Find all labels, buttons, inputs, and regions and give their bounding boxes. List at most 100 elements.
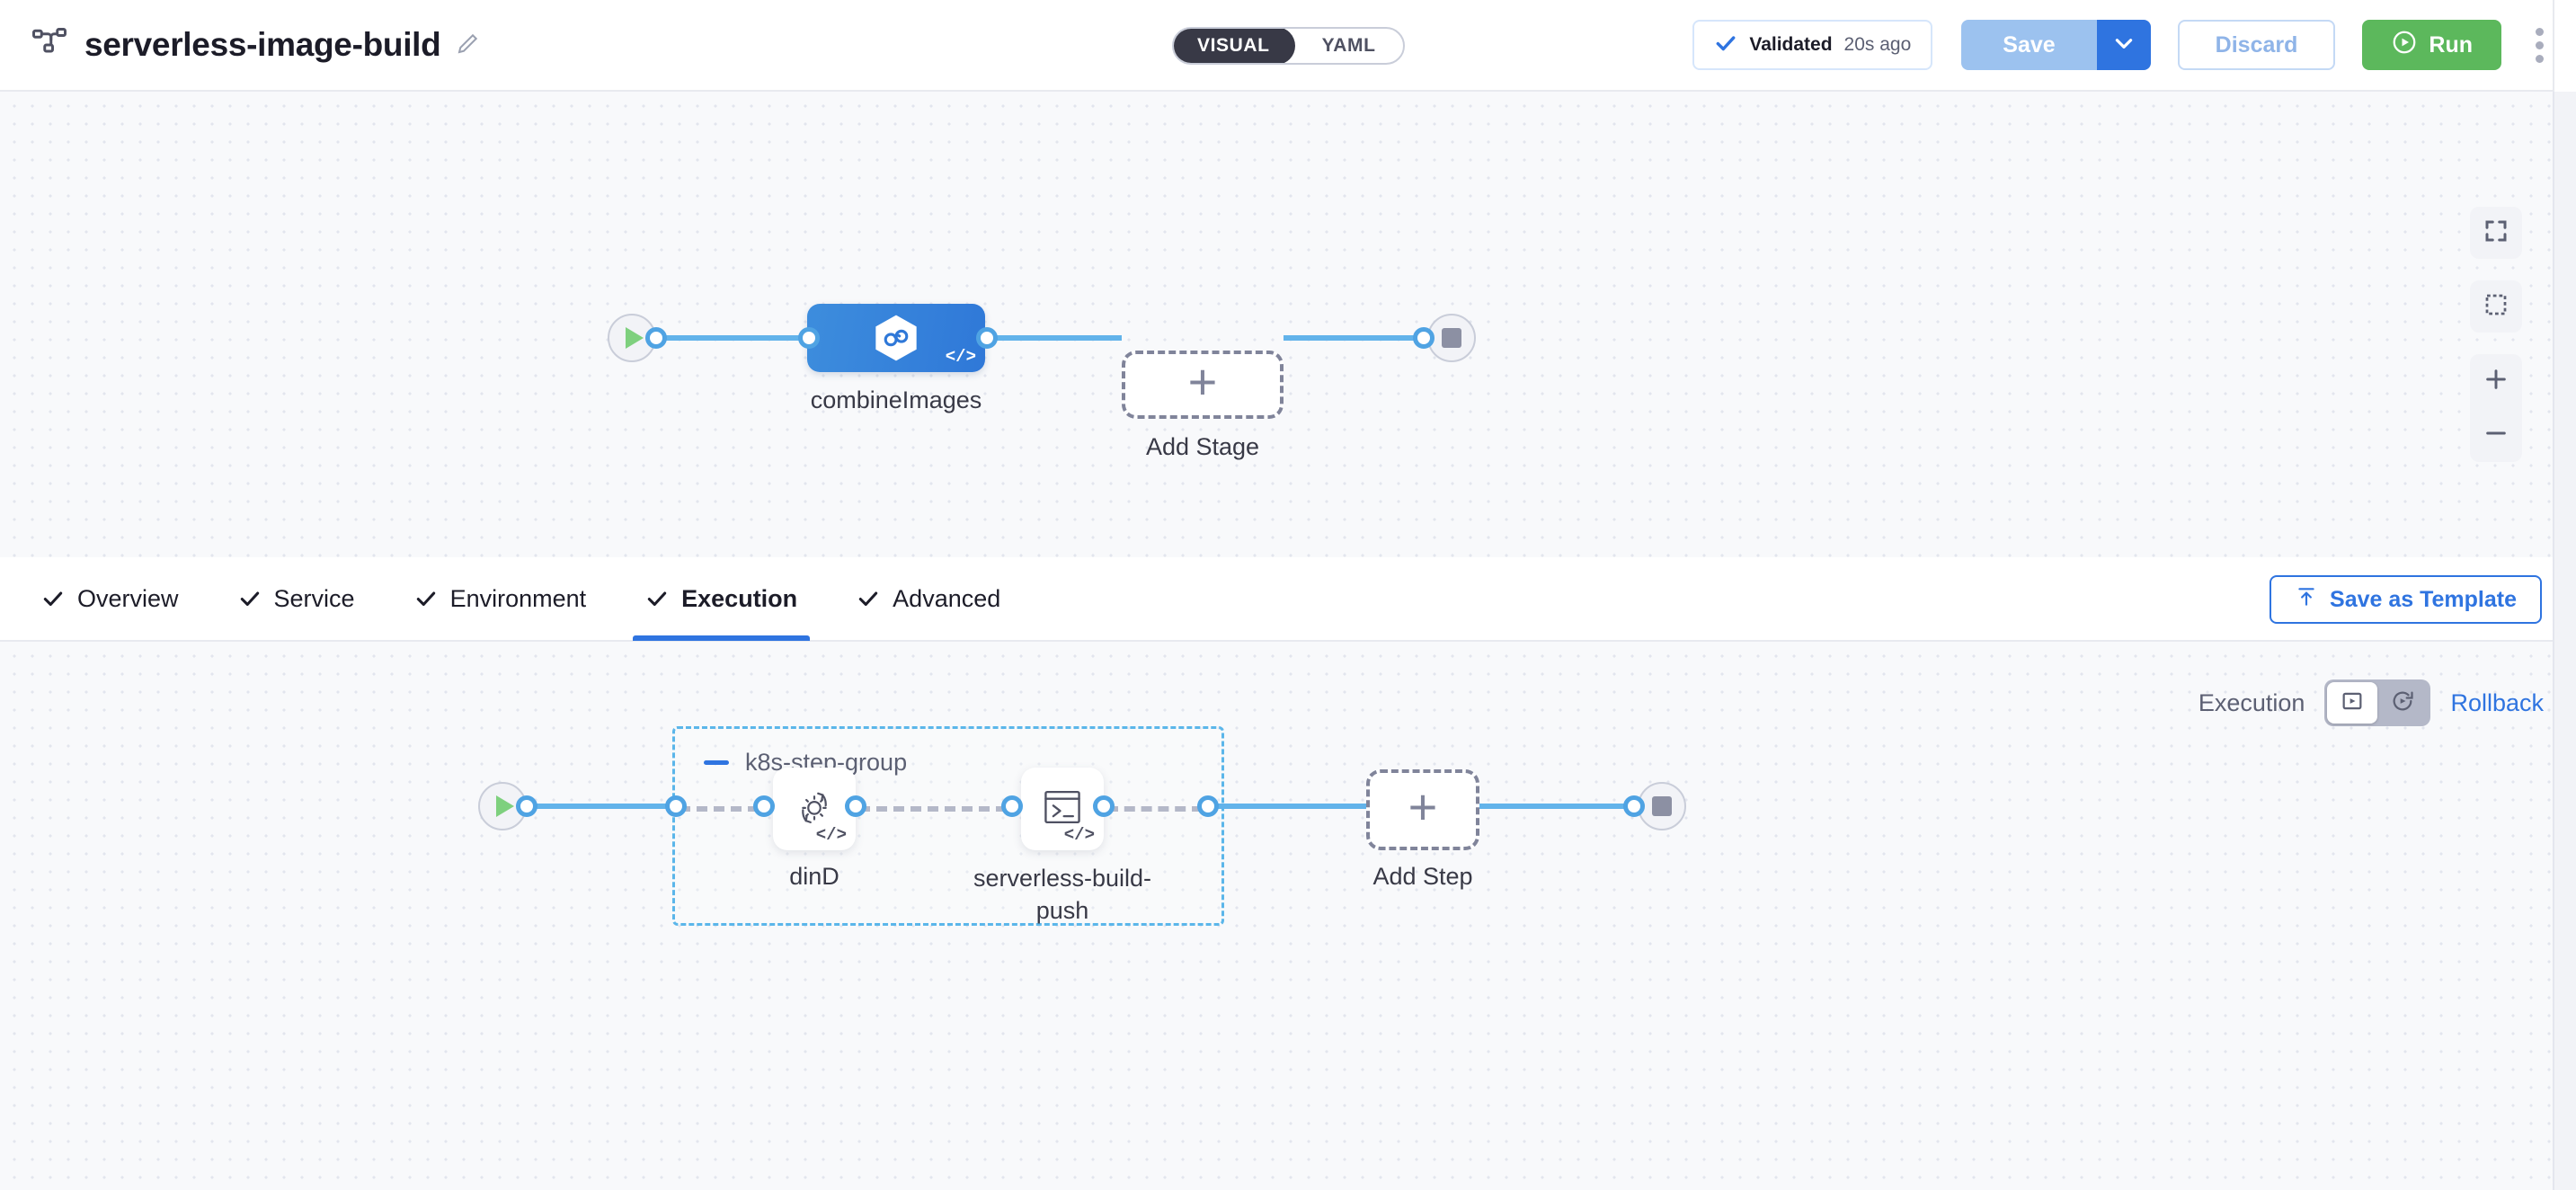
validated-label: Validated — [1749, 34, 1833, 55]
tab-label: Advanced — [893, 584, 1001, 612]
plus-icon: + — [1187, 353, 1218, 410]
step-node-serverless-build-push[interactable]: </> serverless-build-push — [973, 768, 1151, 924]
plus-icon: + — [1408, 778, 1438, 835]
add-step-label: Add Step — [1372, 863, 1473, 890]
step-end-node[interactable] — [1638, 782, 1686, 830]
upload-icon — [2295, 585, 2318, 615]
stage-label: combineImages — [810, 386, 982, 413]
zoom-controls[interactable] — [2470, 354, 2522, 462]
add-stage-node[interactable]: + Add Stage — [1122, 351, 1284, 460]
selection-box-button[interactable] — [2470, 280, 2522, 333]
rollback-label: Rollback — [2450, 688, 2544, 716]
execution-mode-button[interactable] — [2327, 682, 2378, 724]
dind-out-port[interactable] — [845, 795, 866, 817]
end-port[interactable] — [1413, 327, 1435, 349]
serverless-out-port[interactable] — [1093, 795, 1115, 817]
header-right-edge — [2553, 0, 2576, 92]
step-code-badge: </> — [815, 825, 847, 845]
tab-label: Execution — [681, 584, 798, 612]
stop-icon — [1427, 314, 1476, 362]
edge-group-to-addstep — [1208, 804, 1366, 809]
discard-button[interactable]: Discard — [2177, 20, 2336, 70]
edge-addstage-to-end — [1284, 335, 1420, 341]
edge-start-to-stage — [654, 335, 809, 341]
page-title: serverless-image-build — [84, 26, 441, 63]
step-label: dinD — [789, 863, 839, 890]
step-label: serverless-build-push — [973, 865, 1152, 924]
tab-label: Service — [273, 584, 355, 612]
step-node-dind[interactable]: </> dinD — [773, 768, 856, 890]
tab-label: Environment — [449, 584, 587, 612]
run-button[interactable]: Run — [2362, 20, 2501, 70]
tab-overview[interactable]: Overview — [41, 556, 179, 641]
vertical-scrollbar-track[interactable] — [2553, 0, 2576, 1190]
edge-start-to-group — [525, 804, 674, 809]
step-start-port[interactable] — [516, 795, 537, 817]
start-port[interactable] — [645, 327, 667, 349]
stage-end-node[interactable] — [1427, 314, 1476, 362]
expand-icon — [2483, 218, 2509, 249]
zoom-in-button[interactable] — [2470, 354, 2522, 408]
rollback-icon — [2390, 688, 2415, 718]
toggle-visual[interactable]: VISUAL — [1173, 29, 1295, 63]
check-icon — [238, 587, 262, 610]
dind-in-port[interactable] — [753, 795, 775, 817]
edge-stage-to-addstage — [985, 335, 1122, 341]
tab-environment[interactable]: Environment — [414, 556, 587, 641]
header-actions: Validated 20s ago Save Discard — [1692, 0, 2576, 90]
step-canvas[interactable]: k8s-step-group — [0, 642, 2553, 1190]
stage-out-port[interactable] — [976, 327, 998, 349]
stage-in-port[interactable] — [798, 327, 820, 349]
edge-group-to-dind — [680, 806, 759, 812]
execution-rollback-toggle[interactable]: Execution Rol — [2198, 679, 2544, 726]
stage-code-badge: </> — [945, 347, 976, 367]
save-button-group[interactable]: Save — [1961, 20, 2151, 70]
chevron-down-icon — [2112, 31, 2136, 59]
add-step-button[interactable]: + — [1366, 769, 1479, 850]
check-icon — [857, 587, 880, 610]
group-out-port[interactable] — [1197, 795, 1219, 817]
save-as-template-button[interactable]: Save as Template — [2270, 575, 2542, 624]
stage-config-tabs[interactable]: Overview Service Environment Execution A… — [0, 557, 2576, 642]
minus-icon — [2482, 419, 2510, 452]
save-as-template-label: Save as Template — [2330, 586, 2517, 612]
tab-advanced[interactable]: Advanced — [857, 556, 1000, 641]
tab-service[interactable]: Service — [238, 556, 355, 641]
save-button[interactable]: Save — [1961, 20, 2097, 70]
check-icon — [1714, 31, 1737, 59]
canvas-controls[interactable] — [2470, 207, 2522, 462]
stop-icon — [1638, 782, 1686, 830]
run-label: Run — [2429, 31, 2473, 58]
check-icon — [645, 587, 669, 610]
gear-sync-icon — [790, 783, 839, 836]
stage-node-combineimages[interactable]: </> combineImages — [807, 304, 985, 413]
group-in-port[interactable] — [665, 795, 687, 817]
validated-timestamp: 20s ago — [1843, 34, 1912, 55]
pencil-icon[interactable] — [457, 30, 482, 61]
plus-icon — [2482, 365, 2510, 398]
rollback-mode-button[interactable] — [2377, 682, 2428, 724]
kebab-menu-icon[interactable] — [2523, 19, 2556, 72]
step-end-port[interactable] — [1623, 795, 1645, 817]
step-group-k8s[interactable]: k8s-step-group — [672, 726, 1224, 926]
mode-toggle[interactable]: VISUAL YAML — [1172, 27, 1405, 65]
toggle-yaml[interactable]: YAML — [1321, 35, 1376, 56]
add-step-node[interactable]: + Add Step — [1366, 769, 1479, 890]
marquee-icon — [2483, 291, 2509, 323]
hexagon-infinity-icon — [870, 312, 922, 364]
edge-addstep-to-end — [1479, 804, 1632, 809]
minus-icon[interactable] — [704, 760, 729, 765]
play-circle-icon — [2391, 29, 2418, 62]
tab-execution[interactable]: Execution — [633, 556, 811, 641]
stage-canvas[interactable]: </> combineImages + Add Stage — [0, 92, 2553, 557]
save-dropdown-button[interactable] — [2096, 20, 2151, 70]
play-box-icon — [2340, 688, 2365, 718]
zoom-out-button[interactable] — [2470, 408, 2522, 462]
fit-to-screen-button[interactable] — [2470, 207, 2522, 259]
execution-label: Execution — [2198, 688, 2305, 716]
serverless-in-port[interactable] — [1001, 795, 1023, 817]
execution-mode-switch[interactable] — [2324, 679, 2431, 726]
add-stage-button[interactable]: + — [1122, 351, 1284, 419]
status-badge: Validated 20s ago — [1692, 20, 1933, 70]
